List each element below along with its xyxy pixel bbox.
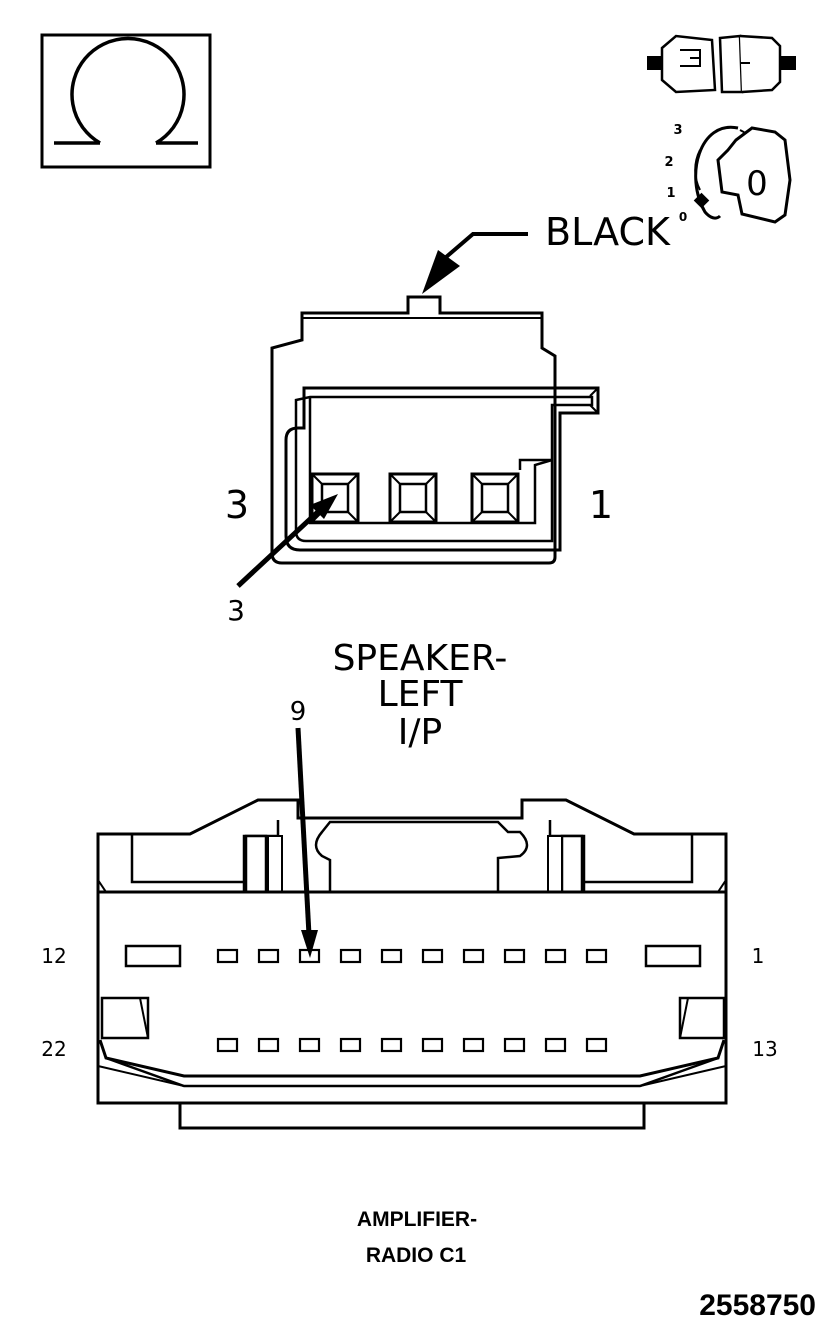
amp-bottom-right-label: 13	[752, 1037, 777, 1061]
amp-top-right-label: 1	[752, 944, 765, 968]
amp-name-line-2: RADIO C1	[366, 1244, 467, 1267]
ignition-key-icon: 3 2 1 0 0	[664, 123, 792, 224]
ohmmeter-icon	[40, 33, 212, 169]
pin-left-label: 3	[225, 483, 249, 527]
key-position-3: 3	[673, 123, 682, 138]
speaker-cavity-2	[388, 472, 438, 524]
pin-callout-label: 3	[227, 594, 245, 627]
speaker-cavity-1	[470, 472, 520, 524]
color-callout-arrow	[422, 232, 528, 294]
connector-plug-icon	[647, 34, 796, 94]
amp-name-line-1: AMPLIFIER-	[357, 1208, 477, 1231]
top-row-terminals	[216, 948, 608, 964]
key-position-0: 0	[679, 210, 687, 224]
connector-color-label: BLACK	[545, 210, 671, 254]
pin-3-callout-arrow	[236, 494, 338, 588]
key-label: 0	[746, 164, 768, 204]
speaker-name-line-1: SPEAKER-	[333, 638, 508, 679]
key-position-2: 2	[664, 155, 673, 170]
speaker-name-line-3: I/P	[398, 712, 442, 753]
pin-9-callout-arrow	[295, 727, 318, 958]
amp-bottom-left-label: 22	[41, 1037, 66, 1061]
amp-top-left-label: 12	[41, 944, 66, 968]
amp-callout-label: 9	[290, 697, 307, 727]
amplifier-connector: 9 12 1 22 13 AMPLIFIER- RADIO C1	[41, 697, 777, 1267]
key-position-1: 1	[666, 186, 675, 201]
figure-number: 2558750	[699, 1289, 816, 1322]
speaker-name-line-2: LEFT	[378, 674, 464, 715]
bottom-row-terminals	[216, 1037, 608, 1053]
pin-right-label: 1	[589, 483, 613, 527]
speaker-connector: BLACK	[225, 210, 671, 753]
